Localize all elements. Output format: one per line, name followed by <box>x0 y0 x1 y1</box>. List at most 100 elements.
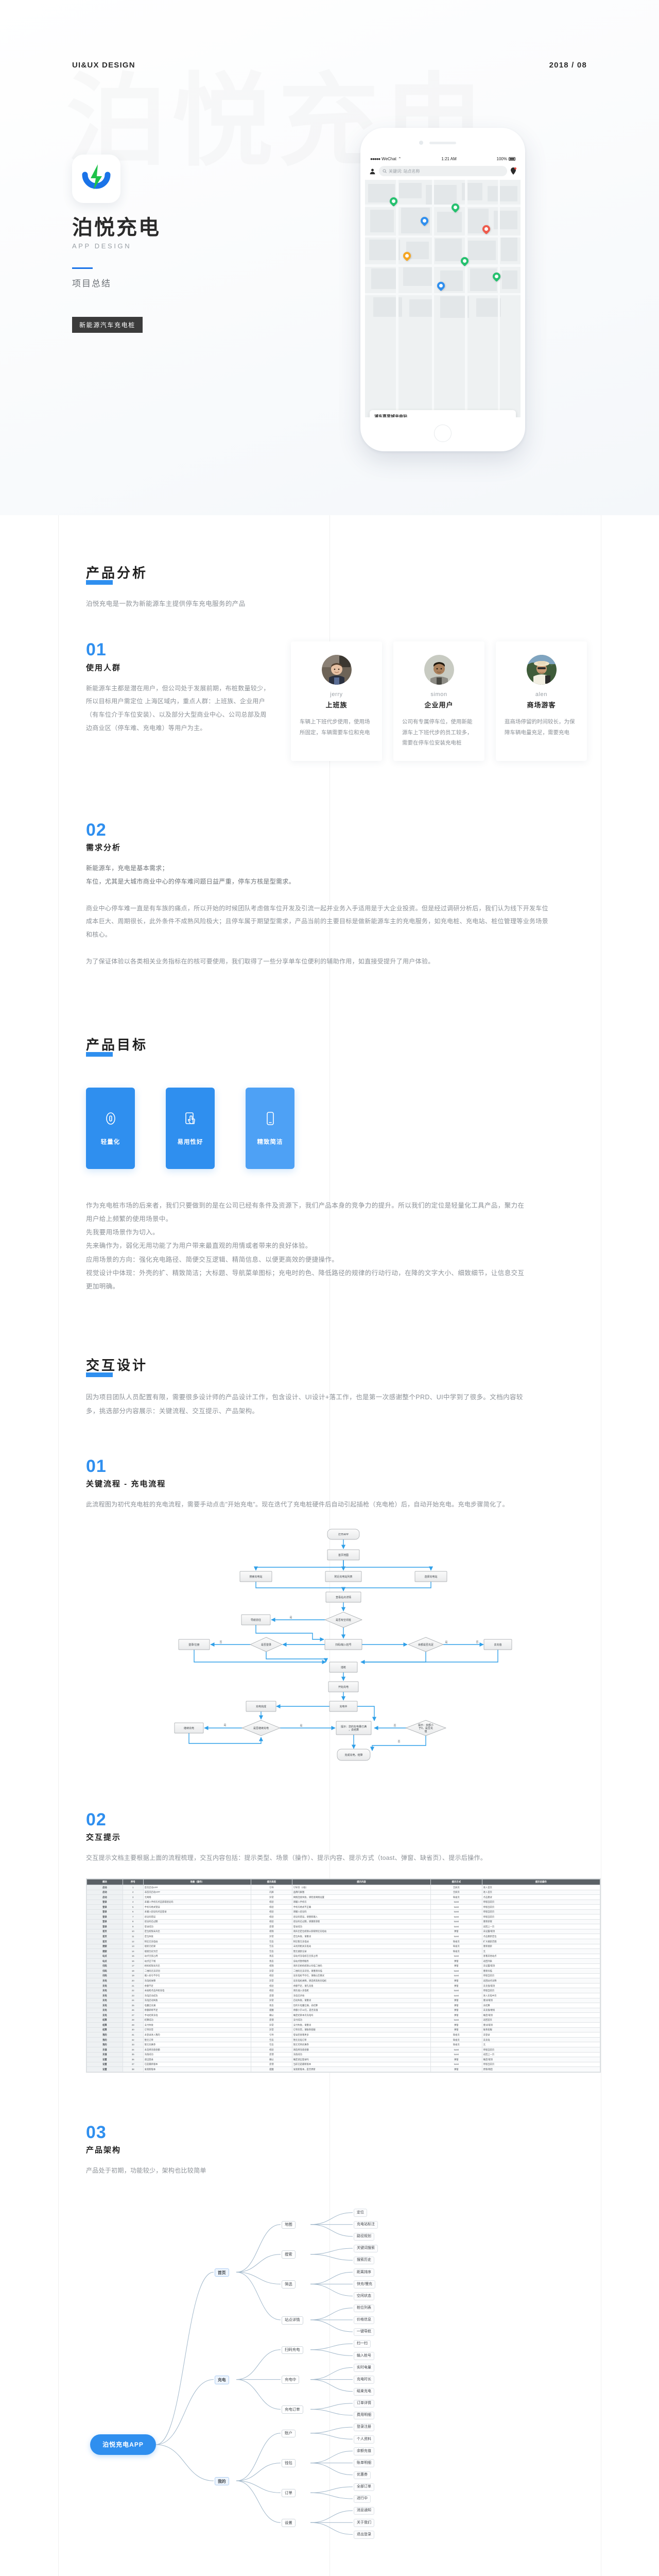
table-cell: 28 <box>122 2017 144 2023</box>
svg-text:充电中: 充电中 <box>339 1705 347 1708</box>
table-cell: 请先插入充电枪 <box>291 1988 431 1993</box>
table-cell: 未登录进入我的 <box>143 2032 252 2038</box>
mindmap-connector <box>310 2248 353 2255</box>
search-input[interactable]: 关键词: 站点名称 <box>379 166 507 176</box>
map-area[interactable]: 浦东嘉里城充电站 上海市浦东新区花木路1378号 · 1.2km 去这里 <box>365 180 521 417</box>
table-cell: 请开启定位权限以获取附近充电站 <box>291 1928 431 1935</box>
table-cell: 重新获取 <box>481 1919 601 1925</box>
mindmap-sub-node: 设置 <box>282 2519 296 2527</box>
block-title-key-flow: 关键流程 - 充电流程 <box>86 1480 166 1489</box>
mindmap-leaf-node: 搜索历史 <box>354 2256 374 2265</box>
table-cell: 反馈 <box>251 2061 292 2067</box>
persona-role: 商场游客 <box>527 701 556 709</box>
flow-node: 是否继续充电 <box>241 1720 281 1736</box>
table-cell: 请选择充值金额 <box>291 2047 431 2053</box>
table-cell: 反馈 <box>251 2017 292 2023</box>
table-cell: 确定/取消 <box>481 2057 601 2062</box>
user-avatar-icon[interactable] <box>369 168 376 175</box>
table-cell: 余额小于10元，是否充值 <box>291 2007 431 2013</box>
mindmap-connector <box>310 2349 353 2356</box>
table-cell: 更新/稍后 <box>481 2066 601 2072</box>
table-col-header: 提示内容 <box>291 1878 431 1885</box>
table-cell: 校验 <box>251 1973 292 1979</box>
goal-card-simplicity[interactable]: 精致简洁 <box>246 1087 294 1169</box>
mindmap-connector <box>310 2486 353 2493</box>
hero-tag: 新能源汽车充电桩 <box>72 317 143 333</box>
table-header-row: 模块序号场景（操作）提示类型提示内容提示方式提示后操作 <box>86 1878 601 1885</box>
table-cell: 反馈 <box>251 1993 292 1998</box>
flow-edge-label: 否 <box>397 1740 400 1743</box>
station-card[interactable]: 浦东嘉里城充电站 上海市浦东新区花木路1378号 · 1.2km 去这里 <box>370 410 516 417</box>
persona-name: jerry <box>330 691 343 698</box>
flow-edge <box>255 1624 324 1642</box>
table-cell: 4 <box>122 1899 144 1905</box>
mindmap-leaf-node: 登录注册 <box>354 2423 374 2432</box>
table-cell: 重试/取消 <box>481 2022 601 2028</box>
mindmap-sub-node: 充电中 <box>282 2376 300 2384</box>
table-cell: 登录后查看更多 <box>291 2032 431 2038</box>
table-cell: 缺省页 <box>430 2032 482 2038</box>
location-pin-icon[interactable] <box>510 167 516 175</box>
table-cell: 未输入验证码点击登录 <box>143 1909 252 1915</box>
mindmap-connector <box>310 2403 353 2410</box>
svg-text:去充值: 去充值 <box>494 1643 501 1647</box>
table-cell: 12 <box>122 1939 144 1944</box>
table-cell: 已是最新版本 <box>143 2061 252 2067</box>
home-button[interactable] <box>434 425 452 442</box>
blue-rule <box>72 267 93 269</box>
table-cell: 停留当前页 <box>481 2061 601 2067</box>
svg-text:值: 值 <box>424 1730 427 1733</box>
goal-card-lightweight[interactable]: 轻量化 <box>86 1087 135 1169</box>
table-cell: 停留当前页 <box>481 1914 601 1920</box>
mindmap-leaf-node: 输入桩号 <box>354 2352 374 2360</box>
table-cell: 结算 <box>86 2027 123 2033</box>
svg-text:是否有空闲桩: 是否有空闲桩 <box>336 1618 351 1622</box>
table-cell: 站点已下线 <box>143 1958 252 1964</box>
table-cell: 该站点充电桩已全部占用 <box>291 1953 431 1959</box>
flow-node: 打开APP <box>327 1529 360 1540</box>
persona-card: simon 企业用户 公司有专属停车位，使用新能源车上下班代步的员工较多，需要在… <box>393 641 484 761</box>
table-cell: 去设置/取消 <box>481 1928 601 1935</box>
table-cell: 26 <box>122 2007 144 2013</box>
table-cell: 设置 <box>86 2057 123 2062</box>
table-cell: toast <box>430 1899 482 1905</box>
svg-text:于0，是否充: 于0，是否充 <box>419 1726 433 1730</box>
app-logo <box>72 155 120 203</box>
table-cell: 搜索 <box>86 1948 123 1954</box>
block-number-01: 01 <box>86 640 107 660</box>
table-cell: 19 <box>122 1973 144 1979</box>
table-cell: 状态 <box>251 2003 292 2008</box>
table-cell: 闪屏 <box>251 1889 292 1895</box>
table-cell: 充电 <box>86 1993 123 1998</box>
table-cell: 二维码无法识别 <box>143 1968 252 1974</box>
phone-search-row[interactable]: 关键词: 站点名称 <box>365 163 521 180</box>
mindmap-connector <box>310 2427 353 2434</box>
table-col-header: 提示后操作 <box>481 1878 601 1885</box>
table-cell: toast <box>430 1993 482 1998</box>
table-cell: 提醒 <box>251 2066 292 2072</box>
mindmap-connector <box>236 2480 281 2493</box>
table-cell: 32 <box>122 2037 144 2043</box>
block-body-target-users: 新能源车主都是潜在用户，但公司处于发展前期，布桩数量较少，所以目标用户需定位 上… <box>86 684 270 732</box>
flow-node: 附近充电站列表 <box>325 1571 362 1582</box>
table-cell: 去充值/取消 <box>481 1982 601 1989</box>
avatar-photo-simon <box>424 655 454 685</box>
table-cell: 充电 <box>86 2003 123 2008</box>
table-cell: 状态 <box>251 1958 292 1964</box>
flow-edge-label: 是 <box>289 1616 292 1619</box>
table-cell: 暂无可用优惠券 <box>291 2042 431 2047</box>
table-cell: 发现新版本，是否更新 <box>291 2066 431 2072</box>
table-cell: 结算 <box>86 2022 123 2028</box>
table-cell: 校验 <box>251 2047 292 2053</box>
goal-card-usability[interactable]: 易用性好 <box>166 1087 215 1169</box>
table-cell: 36 <box>122 2057 144 2062</box>
table-cell: 定位失败 <box>143 1934 252 1939</box>
svg-text:附近充电站列表: 附近充电站列表 <box>334 1575 352 1579</box>
table-cell: 23 <box>122 1993 144 1998</box>
